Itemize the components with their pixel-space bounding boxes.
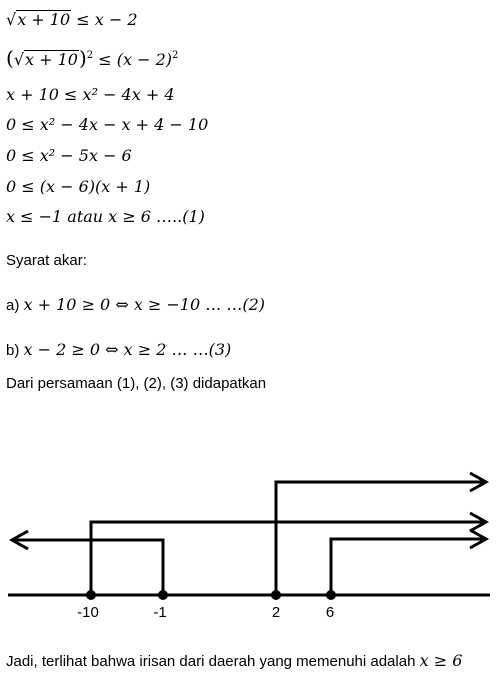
- conclusion: Jadi, terlihat bahwa irisan dari daerah …: [6, 651, 462, 670]
- tick-label-6: 6: [326, 604, 334, 621]
- region-ge-minus10: [89, 520, 484, 595]
- sqrt-symbol-2: √: [13, 50, 25, 69]
- tick-label-2: 2: [272, 604, 280, 621]
- intro-text: Dari persamaan (1), (2), (3) didapatkan: [6, 375, 267, 392]
- syarat-a-label: a): [6, 297, 24, 314]
- syarat-b: b) x − 2 ≥ 0 ⇔ x ≥ 2 … …(3): [6, 340, 231, 359]
- syarat-a: a) x + 10 ≥ 0 ⇔ x ≥ −10 … …(2): [6, 295, 265, 314]
- region-ge-6: [329, 537, 484, 595]
- arrow-left-icon: [8, 529, 29, 551]
- syarat-heading: Syarat akar:: [6, 252, 87, 269]
- step-2-close: ): [78, 46, 87, 70]
- step-2-power: 2: [86, 50, 94, 61]
- step-2: (√x + 10)2 ≤ (x − 2)2: [6, 46, 178, 70]
- step-6: 0 ≤ (x − 6)(x + 1): [6, 177, 151, 196]
- step-3: x + 10 ≤ x² − 4x + 4: [6, 85, 175, 104]
- step-4: 0 ≤ x² − 4x − x + 4 − 10: [6, 115, 209, 134]
- step-1: √x + 10 ≤ x − 2: [6, 10, 138, 29]
- syarat-b-math: x − 2 ≥ 0 ⇔ x ≥ 2 … …(3): [23, 340, 232, 359]
- arrow-right-icon: [469, 471, 490, 493]
- point-minus10: [86, 590, 96, 600]
- point-2: [271, 590, 281, 600]
- conclusion-math: x ≥ 6: [419, 651, 463, 670]
- tick-label-minus10: -10: [77, 604, 99, 621]
- tick-label-minus1: -1: [153, 604, 166, 621]
- step-1-rhs: ≤ x − 2: [71, 10, 138, 29]
- syarat-b-label: b): [6, 342, 24, 359]
- step-2-rhs: ≤ (x − 2): [93, 50, 173, 69]
- step-2-rhs-power: 2: [172, 50, 179, 61]
- sqrt-symbol: √: [6, 10, 17, 29]
- step-7: x ≤ −1 atau x ≥ 6 …..(1): [6, 207, 205, 226]
- region-le-minus1: [14, 538, 165, 595]
- number-line-diagram: -10 -1 2 6: [8, 471, 490, 621]
- step-2-open: (: [6, 46, 14, 70]
- point-minus1: [158, 590, 168, 600]
- syarat-a-math: x + 10 ≥ 0 ⇔ x ≥ −10 … …(2): [23, 295, 266, 314]
- region-ge-2: [274, 480, 484, 595]
- arrow-right-icon: [469, 528, 490, 550]
- conclusion-text: Jadi, terlihat bahwa irisan dari daerah …: [6, 653, 420, 670]
- point-6: [326, 590, 336, 600]
- step-5: 0 ≤ x² − 5x − 6: [6, 146, 132, 165]
- step-2-radicand: x + 10: [24, 50, 79, 69]
- step-1-radicand: x + 10: [16, 10, 72, 29]
- arrow-right-icon: [469, 511, 490, 533]
